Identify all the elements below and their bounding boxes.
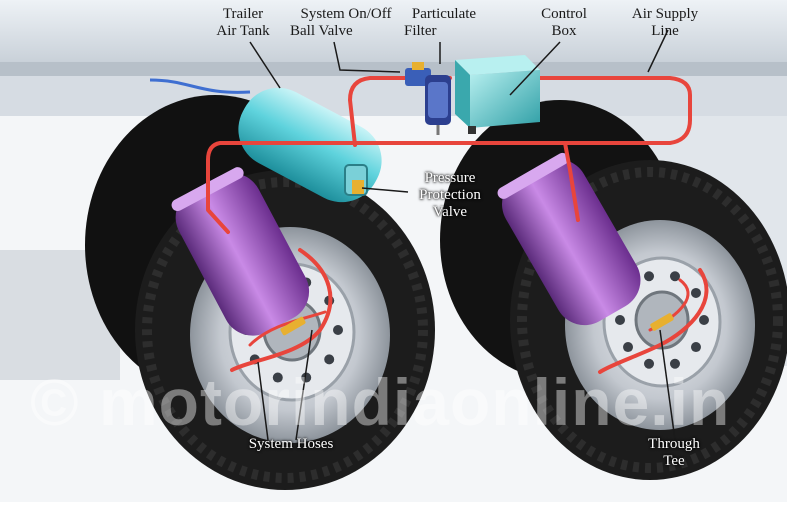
right-lug-nut: [623, 342, 634, 353]
left-lug-nut: [301, 372, 312, 383]
label-trailer-air-tank: Trailer Air Tank: [216, 6, 270, 39]
right-brake-chamber: [497, 152, 641, 326]
frame-rail-lower: [0, 76, 787, 116]
right-wheel-hose: [598, 268, 709, 374]
right-lug-nut: [644, 358, 655, 369]
left-wheel-hose: [230, 248, 333, 372]
label-air-supply-line: Air Supply Line: [631, 6, 699, 39]
left-lug-nut: [324, 354, 335, 365]
particulate-filter: [425, 75, 451, 135]
through-tee-right: [650, 313, 674, 331]
blue-supply-line: [149, 78, 251, 94]
right-lug-nut: [669, 271, 680, 282]
label-ball-valve: System On/Off Ball Valve: [290, 6, 392, 39]
left-tire-tread: [142, 177, 428, 483]
system-hose-network: [206, 76, 709, 374]
right-lug-nut: [644, 271, 655, 282]
left-lug-nut: [333, 325, 343, 335]
label-particulate-filter: Particulate Filter: [404, 6, 477, 39]
label-through-tee: Through Tee: [648, 436, 700, 469]
ball-valve: [405, 62, 431, 86]
right-lug-nut: [615, 315, 625, 325]
label-pressure-protection-valve: Pressure Protection Valve: [419, 170, 481, 220]
label-control-box: Control Box: [541, 6, 587, 39]
left-lug-nut: [272, 372, 283, 383]
right-lug-nut: [699, 315, 709, 325]
right-lug-nut: [690, 287, 701, 298]
air-supply-hose: [206, 76, 692, 234]
control-box: [455, 55, 540, 134]
label-system-hoses: System Hoses: [248, 436, 334, 452]
trailer-frame-upper: [0, 0, 787, 62]
frame-rail: [0, 62, 787, 76]
left-wheel-hose-2: [248, 310, 327, 347]
watermark: © motorindiaonline.in: [30, 365, 731, 439]
leader-lines: [249, 29, 676, 441]
right-tire-tread: [517, 167, 783, 473]
through-tee-left: [280, 316, 306, 336]
right-lug-nut: [690, 342, 701, 353]
hose-tee-branch: [563, 141, 580, 222]
pressure-protection-valve: [344, 164, 368, 196]
right-lug-nut: [669, 358, 680, 369]
